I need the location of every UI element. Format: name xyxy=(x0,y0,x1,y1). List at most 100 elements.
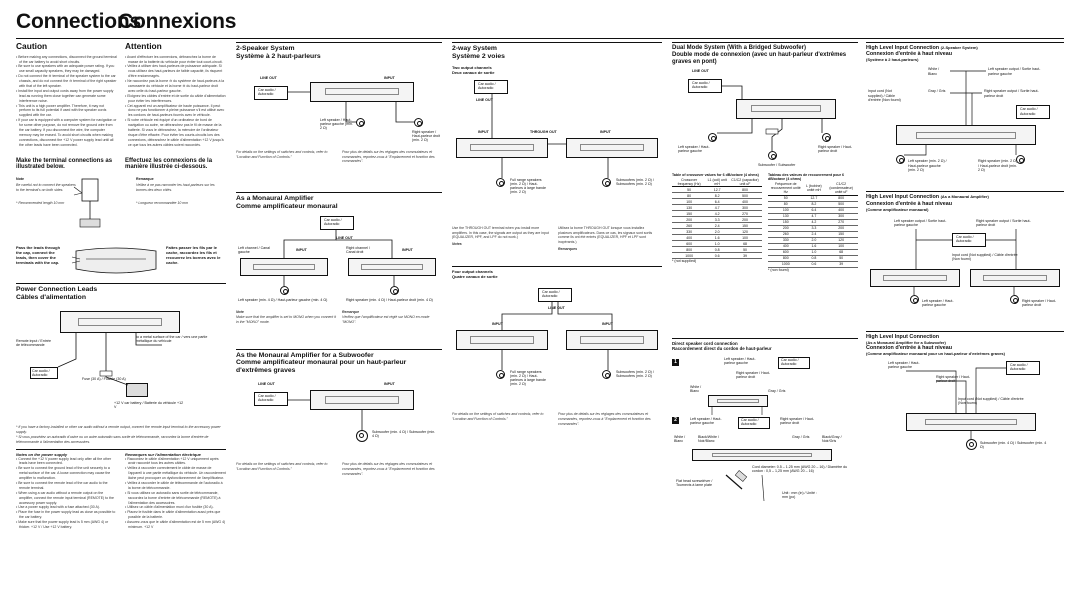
table-cell: 200 xyxy=(672,216,707,224)
table-cell: 6.4 xyxy=(803,207,825,214)
list-item: Place the fuse in the power supply lead … xyxy=(16,510,117,520)
power-notes-list-en: Connect the +12 V power supply lead only… xyxy=(16,457,117,530)
mono-note-label-fr: Remarque xyxy=(342,309,360,314)
left-speaker-icon xyxy=(896,155,905,165)
power-footnote-fr: * Si vous possédez un autoradio d'usine … xyxy=(16,434,209,444)
right-channel-label: Right channel / Canal droit xyxy=(346,245,370,255)
two-speaker-diagram: LINE OUT Car audio / Autoradio INPUT Lef… xyxy=(236,64,442,150)
table-cell: 100 xyxy=(768,207,804,214)
mono-note-text-en: Make sure that the amplifier is set to M… xyxy=(236,314,336,324)
table-header: L1 (coil) unit mH xyxy=(706,177,729,188)
two-way-text-fr: Utilisez la borne THROUGH OUT lorsque vo… xyxy=(558,225,653,245)
table-cell: 130 xyxy=(672,204,707,212)
car-audio-label: Car audio / Autoradio xyxy=(32,368,50,378)
table-cell: 330 xyxy=(768,237,804,244)
car-audio-box xyxy=(320,215,354,230)
two-way-sub-fr: Deux canaux de sortie xyxy=(452,69,495,75)
list-item: When using a car audio without a remote … xyxy=(16,491,117,506)
car-audio-label-2: Car audio / Autoradio xyxy=(741,417,759,426)
input-label: INPUT xyxy=(384,75,395,80)
mono-heading-en: As a Monaural Amplifier xyxy=(236,195,314,203)
car-audio-label: Car audio / Autoradio xyxy=(258,87,276,96)
table-cell: 0.8 xyxy=(706,246,729,254)
caption-fr: Pour plus de détails sur les réglages de… xyxy=(558,412,651,426)
two-way-sub-en: Two output channels xyxy=(452,64,492,70)
table-cell: 50 xyxy=(824,255,858,262)
car-audio-box xyxy=(254,392,288,407)
wire-length-fr: * Longueur recommandée 10 mm xyxy=(136,201,189,206)
cap-diagram: Pass the leads through the cap, connect … xyxy=(16,245,226,279)
right-speaker-icon xyxy=(414,117,423,127)
list-item: Eloignez les câbles d'entrée et de sorti… xyxy=(125,94,226,104)
subwoofers-label: Subwoofers (min. 2 Ω) / Subwoofers (min.… xyxy=(616,370,654,379)
list-item: Cet appareil est un amplificateur de hau… xyxy=(125,104,226,119)
column-two-way: 2-way System Système 2 voies Two output … xyxy=(452,42,662,607)
input-label-right: INPUT xyxy=(402,247,413,252)
through-out-label: THROUGH OUT xyxy=(530,129,557,134)
high-level-2-diagram: White / Blanc Left speaker output / Sort… xyxy=(866,65,1064,181)
table-cell: 400 xyxy=(824,207,858,214)
table-cell: 39 xyxy=(824,261,858,268)
left-speaker-label: Left speaker (min. 2 Ω) / Haut-parleur g… xyxy=(908,159,947,172)
caution-list-fr: Avant d'effectuer les connexions, débran… xyxy=(125,55,226,148)
table-cell: 200 xyxy=(728,216,762,224)
two-way-diagram: Car audio / Autoradio LINE OUT INPUT THR… xyxy=(452,78,662,226)
car-audio-label: Car audio / Autoradio xyxy=(1010,363,1028,372)
car-audio-label: Car audio / Autoradio xyxy=(781,357,799,366)
left-speaker-label-2: Left speaker / Haut-parleur gauche xyxy=(690,416,722,425)
mono-sub-diagram: LINE OUT Car audio / Autoradio INPUT Sub… xyxy=(236,378,442,462)
right-speaker-icon xyxy=(390,285,399,295)
left-speaker-label: Left speaker / Haut-parleur gauche xyxy=(724,356,756,365)
right-output-label: Right speaker output / Sortie haut-parle… xyxy=(984,89,1039,98)
screwdriver-label: Flat head screwdriver / Tournevis à lame… xyxy=(676,478,713,487)
table-cell: 1.6 xyxy=(803,243,825,250)
power-notes-heading-en: Notes on the power supply xyxy=(16,451,68,457)
input-label-left: INPUT xyxy=(478,129,489,134)
left-speaker-label: Left speaker / Haut-parleur gauche (min.… xyxy=(320,117,353,130)
list-item: Placez le fusible dans le câble d'alimen… xyxy=(125,510,226,520)
left-output-label: Left speaker output / Sortie haut-parleu… xyxy=(988,67,1041,76)
two-way-section: 2-way System Système 2 voies Two output … xyxy=(452,42,662,75)
table-cell: 800 xyxy=(728,186,762,194)
table-title-en: Table of crossover values for 6 dB/octav… xyxy=(672,172,759,177)
hlm-heading-en: High Level Input Connection xyxy=(866,194,940,201)
hlm-paren-fr: (Comme amplificateur monaural) xyxy=(866,206,929,212)
white-label-2: White / Blanc xyxy=(674,434,686,443)
amplifier-unit xyxy=(896,125,1036,146)
car-audio-box xyxy=(538,288,572,303)
input-label-left: INPUT xyxy=(296,247,307,252)
two-way-heading-en: 2-way System xyxy=(452,45,497,52)
battery-icon xyxy=(126,382,148,397)
table-cell: 100 xyxy=(672,198,707,206)
table-cell: 400 xyxy=(672,234,707,242)
power-heading-en: Power Connection Leads xyxy=(16,286,98,294)
input-label-right: INPUT xyxy=(600,129,611,134)
amplifier-left xyxy=(456,330,548,351)
table-cell: 200 xyxy=(768,225,804,232)
table-cell: 800 xyxy=(672,246,707,254)
hls-heading-fr: Connexion d'entrée à haut niveau xyxy=(866,345,953,352)
car-audio-box xyxy=(30,366,58,379)
amplifier-right xyxy=(970,268,1060,287)
full-range-label: Full range speakers (min. 2 Ω) / Haut-pa… xyxy=(510,177,546,194)
subwoofer-label: Subwoofer / Subwoofer xyxy=(758,162,796,167)
left-speaker-icon xyxy=(910,294,919,304)
mono-note-label-en: Note xyxy=(236,309,244,314)
full-range-speaker-icon xyxy=(496,370,505,380)
note-label-en: Note xyxy=(16,177,24,182)
two-way-texts: Use the THROUGH OUT terminal when you in… xyxy=(452,226,662,252)
screwdriver-terminal-icon xyxy=(73,178,101,228)
crossover-tables: Table of crossover values for 6 dB/octav… xyxy=(672,173,858,272)
mono-note-text-fr: Vérifiez que l'amplificateur est réglé s… xyxy=(342,314,430,324)
gray-label-2: Gray / Gris xyxy=(792,434,810,439)
line-out-label: LINE OUT xyxy=(476,97,493,102)
subwoofer-label: Subwoofer (min. 4 Ω) / Subwoofer (min. 4… xyxy=(980,441,1047,450)
right-speaker-icon xyxy=(1010,294,1019,304)
left-channel-label: Left channel / Canal gauche xyxy=(238,245,270,255)
amplifier-right xyxy=(566,137,658,158)
